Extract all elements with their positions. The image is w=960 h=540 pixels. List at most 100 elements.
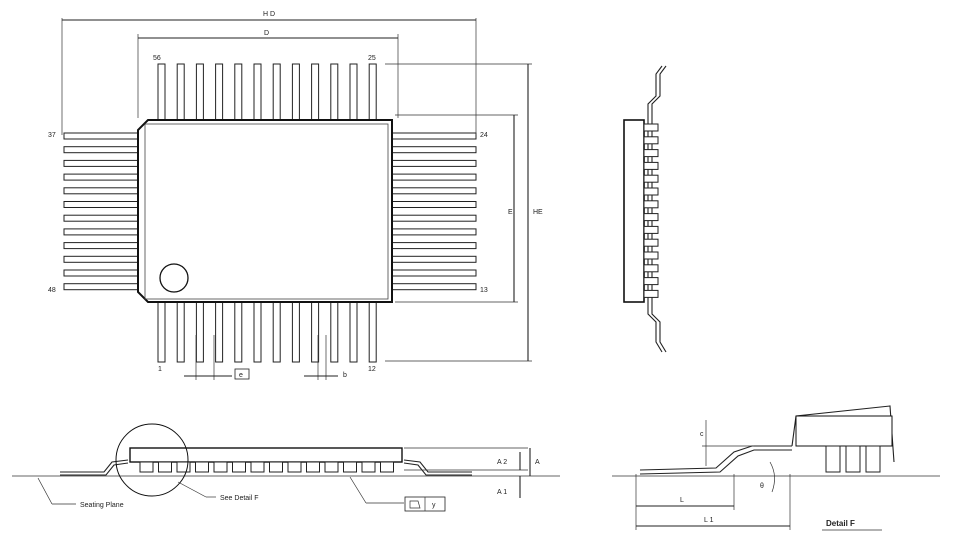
pin-right xyxy=(391,132,477,140)
pin-bottom xyxy=(195,301,204,363)
pin-right xyxy=(391,242,477,250)
pin-right xyxy=(391,269,477,277)
end-pin xyxy=(643,174,659,183)
end-view-body xyxy=(623,119,645,303)
pin-bottom xyxy=(157,301,166,363)
pin-label-1: 1 xyxy=(158,366,162,373)
pin-top xyxy=(176,63,185,121)
pin-bottom xyxy=(291,301,300,363)
side-pin xyxy=(158,461,172,473)
side-pin xyxy=(269,461,283,473)
detail-circle xyxy=(115,423,189,497)
pin-left xyxy=(63,214,139,222)
side-pin xyxy=(287,461,302,473)
end-pin xyxy=(643,149,659,158)
pin-right xyxy=(391,159,477,167)
dim-d-label: D xyxy=(264,30,269,37)
pin-top xyxy=(215,63,224,121)
side-pin xyxy=(139,461,154,473)
pin-bottom xyxy=(253,301,262,363)
side-pin xyxy=(380,461,394,473)
pin-right xyxy=(391,214,477,222)
side-pin xyxy=(343,461,357,473)
side-pin xyxy=(250,461,265,473)
side-pin xyxy=(306,461,320,473)
pin-bottom xyxy=(311,301,320,363)
detail-c-label: c xyxy=(700,431,704,438)
end-pin xyxy=(643,213,659,222)
dim-he-label: HE xyxy=(533,209,543,216)
pin-right xyxy=(391,146,477,154)
pin-top xyxy=(157,63,166,121)
pin-right xyxy=(391,187,477,195)
end-pin xyxy=(643,136,659,145)
pin-label-37: 37 xyxy=(48,132,56,139)
side-view-pins xyxy=(139,461,394,473)
pin-top xyxy=(253,63,262,121)
end-view-pins xyxy=(643,123,659,298)
end-pin xyxy=(643,123,659,132)
pin-right xyxy=(391,173,477,181)
detail-pin xyxy=(825,445,841,473)
side-view: A A 2 A 1 Seating Plane See Detail F y xyxy=(12,423,560,512)
pin-bottom xyxy=(330,301,339,363)
seating-plane-label: Seating Plane xyxy=(80,502,124,509)
end-pin xyxy=(643,161,659,170)
pin-top xyxy=(291,63,300,121)
pin-left xyxy=(63,255,139,263)
detail-f-title: Detail F xyxy=(826,519,855,528)
end-pin xyxy=(643,251,659,260)
pin-left xyxy=(63,159,139,167)
end-pin xyxy=(643,238,659,247)
pins-right xyxy=(391,132,477,291)
pin-right xyxy=(391,283,477,291)
pin-left xyxy=(63,132,139,140)
end-pin xyxy=(643,277,659,286)
detail-f-view: c L L 1 θ Detail F xyxy=(612,405,940,531)
side-pin xyxy=(361,461,376,473)
detail-l-label: L xyxy=(680,497,684,504)
pin-bottom xyxy=(234,301,243,363)
lead-b-label: b xyxy=(343,372,347,379)
pin-label-48: 48 xyxy=(48,287,56,294)
pin-label-12: 12 xyxy=(368,366,376,373)
coplanarity-label: y xyxy=(432,502,436,509)
detail-pin xyxy=(845,445,861,473)
pin1-marker xyxy=(159,263,189,293)
side-pin xyxy=(195,461,209,473)
pin-label-24: 24 xyxy=(480,132,488,139)
pin-left xyxy=(63,283,139,291)
pin-top xyxy=(234,63,243,121)
detail-pins xyxy=(825,445,881,473)
pin-top xyxy=(368,63,377,121)
package-body xyxy=(137,119,393,303)
dim-hd-label: H D xyxy=(263,11,275,18)
pin-right xyxy=(391,201,477,208)
pin-label-13: 13 xyxy=(480,287,488,294)
see-detail-label: See Detail F xyxy=(220,495,259,502)
end-pin xyxy=(643,225,659,234)
package-body-inner xyxy=(144,123,389,300)
end-view xyxy=(623,65,667,353)
pin-right xyxy=(391,228,477,236)
pin-left xyxy=(63,242,139,250)
pin-bottom xyxy=(176,301,185,363)
pitch-e-label: e xyxy=(239,372,243,379)
end-pin xyxy=(643,264,659,273)
side-body-top xyxy=(129,447,403,463)
side-pin xyxy=(176,461,191,473)
pin-top xyxy=(330,63,339,121)
pin-right xyxy=(391,255,477,263)
pin-bottom xyxy=(272,301,281,363)
top-view: H D D E HE 56 25 37 24 48 13 1 12 e b xyxy=(48,11,543,380)
pin-left xyxy=(63,269,139,277)
side-pin xyxy=(324,461,339,473)
pins-top xyxy=(157,63,377,121)
dim-a-label: A xyxy=(535,459,540,466)
pin-bottom xyxy=(215,301,224,363)
pin-left xyxy=(63,146,139,154)
detail-pin xyxy=(865,445,881,473)
side-pin xyxy=(232,461,246,473)
pin-top xyxy=(272,63,281,121)
